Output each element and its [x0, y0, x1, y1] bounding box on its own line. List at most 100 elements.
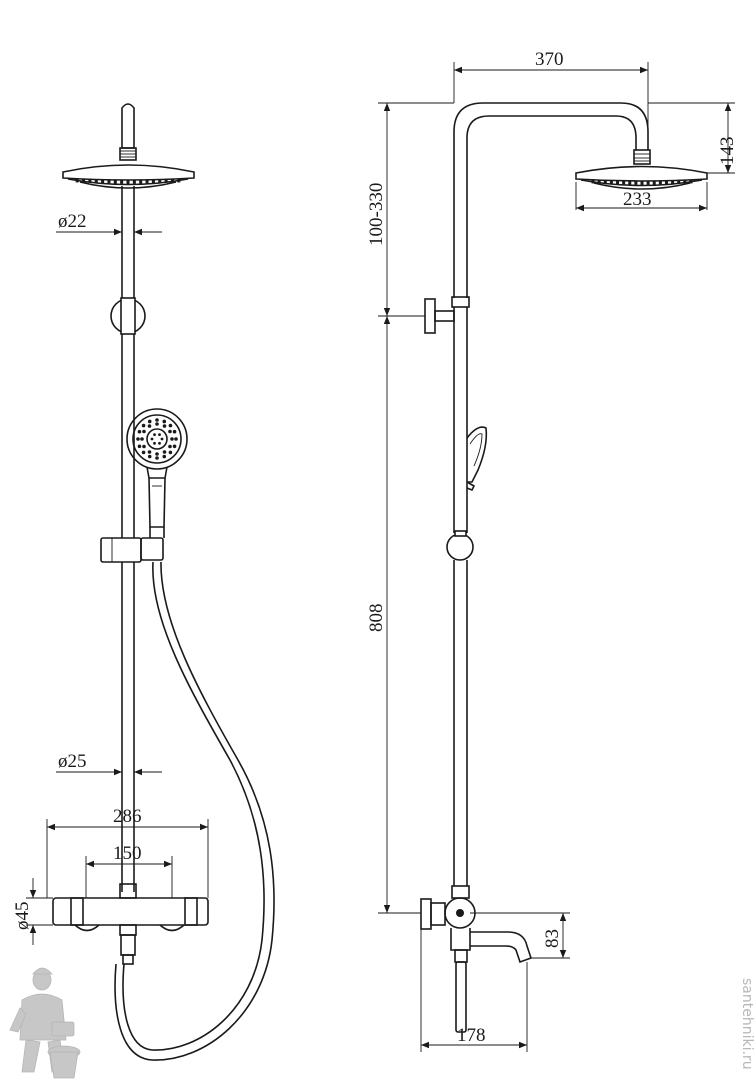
- dim-mixer-width: 286: [113, 806, 142, 827]
- spray-hole: [147, 419, 152, 424]
- dim-spout-height: 83: [542, 929, 563, 948]
- dim-rail-length: 808: [366, 604, 387, 633]
- spray-hole: [158, 441, 161, 445]
- nozzle: [151, 179, 155, 184]
- spray-hole: [162, 419, 167, 424]
- front-mixer: [52, 897, 209, 965]
- nozzle: [75, 178, 79, 183]
- nozzle: [120, 179, 124, 184]
- dim-head-diameter: 233: [623, 189, 652, 210]
- spray-hole: [147, 450, 152, 454]
- spray-hole: [155, 422, 159, 426]
- spray-hole: [136, 437, 140, 441]
- dim-pipe-upper-dia: ø22: [58, 211, 87, 232]
- spray-hole: [170, 437, 174, 441]
- front-hand-shower: [126, 408, 188, 528]
- spray-hole: [158, 433, 161, 437]
- nozzle: [597, 179, 601, 184]
- nozzle: [640, 181, 644, 185]
- spray-hole: [137, 429, 142, 434]
- spray-hole: [168, 429, 172, 434]
- front-view: [52, 103, 275, 1061]
- side-slider-knob: [446, 530, 474, 561]
- side-view: [420, 102, 708, 1033]
- dim-head-drop: 143: [717, 137, 738, 166]
- side-mixer: [420, 897, 533, 1033]
- spray-hole: [142, 429, 146, 434]
- spray-hole: [172, 444, 177, 449]
- spray-hole: [155, 452, 159, 456]
- plumber-mascot-icon: [9, 967, 81, 1079]
- side-overhead-shower-head: [575, 165, 708, 190]
- nozzle: [132, 179, 136, 184]
- nozzle: [101, 179, 105, 184]
- nozzle: [677, 179, 681, 184]
- spray-hole: [162, 424, 167, 428]
- front-slider: [100, 527, 165, 563]
- dim-mixer-height: ø45: [12, 902, 33, 931]
- nozzle: [609, 180, 613, 184]
- spray-hole: [153, 441, 156, 445]
- spray-hole: [160, 437, 164, 441]
- nozzle: [671, 180, 675, 184]
- nozzle: [88, 178, 92, 183]
- spray-hole: [155, 456, 159, 460]
- side-wall-bracket-upper: [424, 296, 470, 334]
- spray-hole: [140, 437, 144, 441]
- dim-inlet-spacing: 150: [113, 843, 142, 864]
- nozzle: [164, 178, 168, 183]
- spray-hole: [168, 450, 173, 455]
- nozzle: [616, 180, 620, 185]
- spray-hole: [137, 444, 142, 449]
- spray-hole: [150, 437, 154, 441]
- nozzle: [646, 180, 650, 185]
- nozzle: [689, 179, 693, 184]
- nozzle: [139, 179, 143, 184]
- dim-arm-length: 370: [535, 49, 564, 70]
- nozzle: [591, 179, 595, 184]
- spray-hole: [162, 450, 167, 454]
- nozzle: [658, 180, 662, 185]
- spray-hole: [162, 454, 167, 459]
- front-hose: [114, 561, 275, 1061]
- nozzle: [107, 179, 111, 184]
- dim-pipe-lower-dia: ø25: [58, 751, 87, 772]
- spray-hole: [168, 444, 172, 449]
- nozzle: [652, 180, 656, 185]
- spray-hole: [142, 444, 146, 449]
- dim-height-adjust: 100-330: [366, 183, 387, 246]
- nozzle: [94, 179, 98, 183]
- nozzle: [634, 180, 638, 185]
- nozzle: [158, 179, 162, 183]
- spray-hole: [155, 418, 159, 422]
- nozzle: [170, 178, 174, 183]
- front-overhead-shower-head: [62, 164, 195, 189]
- nozzle: [683, 179, 687, 184]
- nozzle: [113, 179, 117, 184]
- nozzle: [82, 178, 86, 183]
- front-rail: [119, 186, 137, 899]
- nozzle: [145, 179, 149, 184]
- front-dimensions: ø22 ø25 286 150 ø45: [12, 211, 209, 945]
- side-shower-arm: [453, 102, 651, 298]
- nozzle: [664, 180, 668, 185]
- front-top-connector: [119, 103, 137, 161]
- side-hand-shower: [466, 426, 488, 492]
- spray-hole: [168, 423, 173, 428]
- spray-hole: [141, 450, 146, 455]
- side-dimensions: 370 143 233 100-330 808 83 178: [366, 49, 738, 1052]
- dim-spout-reach: 178: [457, 1025, 486, 1046]
- spray-hole: [174, 437, 178, 441]
- spray-hole: [153, 433, 156, 437]
- nozzle: [177, 178, 181, 183]
- nozzle: [603, 179, 607, 184]
- front-wall-bracket: [110, 297, 146, 335]
- side-rail: [451, 307, 470, 899]
- spray-hole: [147, 454, 152, 459]
- nozzle: [126, 180, 130, 184]
- nozzle: [622, 180, 626, 185]
- spray-hole: [141, 423, 146, 428]
- spray-hole: [172, 429, 177, 434]
- watermark-text: santehniki.ru: [739, 978, 755, 1070]
